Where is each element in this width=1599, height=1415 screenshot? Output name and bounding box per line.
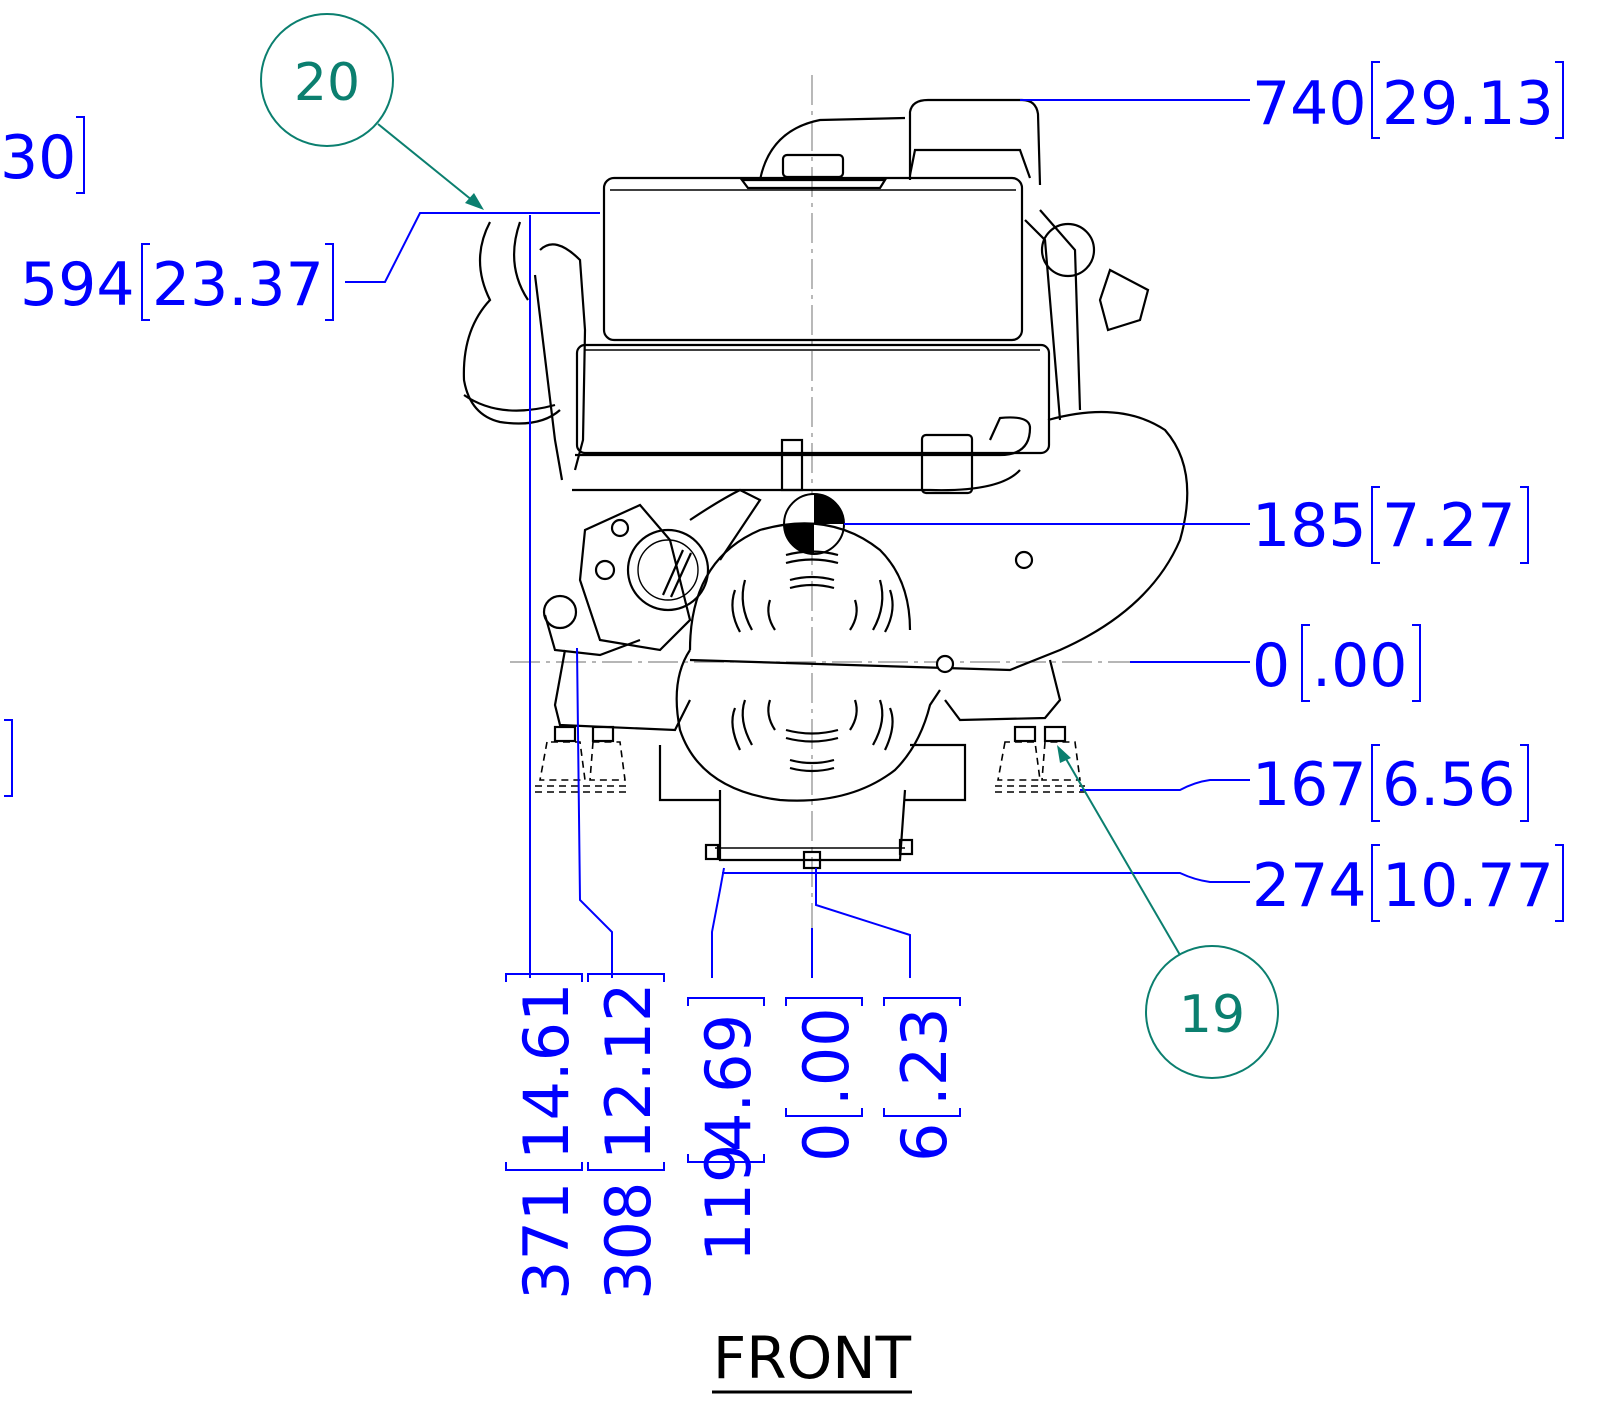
right-mount-bracket xyxy=(944,659,1062,722)
top-duct-front xyxy=(908,148,1032,179)
engine-outline xyxy=(462,75,1189,965)
pipe-clamp-1 xyxy=(780,438,804,492)
dim-274-inch: 10.77 xyxy=(1382,851,1554,921)
filler-cap-base xyxy=(739,178,887,190)
balloon-20: 20 xyxy=(260,13,484,210)
lower-vent-slots xyxy=(731,699,894,773)
left-mount-bracket xyxy=(553,649,691,732)
dim-partial-bracket-left xyxy=(4,719,13,797)
dim-594-mm: 594 xyxy=(20,250,135,320)
dim-740-inch: 29.13 xyxy=(1382,69,1554,139)
dim-partial-top-inch: 30 xyxy=(0,123,76,193)
pump-mark-1 xyxy=(661,549,685,596)
pump-body-inner xyxy=(637,539,699,601)
dim-6: 6 .23 xyxy=(883,997,961,1162)
dim-185-mm: 185 xyxy=(1252,491,1367,561)
dim-740-mm: 740 xyxy=(1252,69,1367,139)
dim-185-inch: 7.27 xyxy=(1382,491,1516,561)
dim-371: 371 14.61 xyxy=(505,973,583,1300)
dim-740: 740 29.13 xyxy=(1252,61,1564,139)
balloon-20-leader xyxy=(377,123,479,206)
upper-vent-slots xyxy=(731,550,894,633)
dim-167-inch: 6.56 xyxy=(1382,750,1516,820)
sump-drain xyxy=(802,850,822,870)
dim-0-right-inch: .00 xyxy=(1312,631,1407,701)
belt-guard xyxy=(689,410,1189,672)
dim-6-inch: .23 xyxy=(888,1007,961,1106)
intercooler xyxy=(575,343,1051,455)
dim-594: 594 23.37 xyxy=(20,212,600,321)
right-vertical-pipe xyxy=(1024,209,1082,421)
top-duct xyxy=(908,98,1042,186)
pump-hose xyxy=(689,488,762,561)
dim-0-bottom-inch: .00 xyxy=(790,1007,863,1106)
side-block-right xyxy=(905,743,967,802)
dim-308: 308 12.12 xyxy=(587,973,665,1300)
top-tank xyxy=(602,176,1024,342)
balloon-19-leader xyxy=(1061,751,1181,956)
side-block-left xyxy=(658,745,720,802)
dim-0-right-mm: 0 xyxy=(1252,631,1290,701)
dim-274: 274 10.77 xyxy=(1252,844,1564,922)
dim-119-inch: 4.69 xyxy=(692,1014,765,1152)
turbo-dome xyxy=(758,116,906,181)
dim-594-inch: 23.37 xyxy=(152,250,324,320)
balloon-20-number: 20 xyxy=(294,53,360,113)
pump-mark-2 xyxy=(669,552,693,598)
alternator-pulley xyxy=(1040,222,1096,278)
balloon-19: 19 xyxy=(1057,745,1279,1079)
dim-308-mm: 308 xyxy=(592,1182,665,1300)
upper-cover xyxy=(688,522,912,651)
balloon-19-number: 19 xyxy=(1179,985,1245,1045)
charge-pipe-2 xyxy=(533,274,564,481)
fuel-filter-body xyxy=(543,614,641,657)
guard-bolt-2 xyxy=(935,654,955,674)
dim-274-mm: 274 xyxy=(1252,851,1367,921)
left-elbow-outer xyxy=(462,221,561,425)
dim-308-inch: 12.12 xyxy=(592,983,665,1161)
dim-371-inch: 14.61 xyxy=(510,983,583,1161)
dim-6-mm: 6 xyxy=(888,1123,961,1162)
dim-185: 185 7.27 xyxy=(1252,486,1529,564)
left-elbow-inner xyxy=(512,221,529,301)
crossover-pipe xyxy=(575,416,1032,457)
dim-partial-top: 30 xyxy=(0,116,85,194)
sump-bolt-right xyxy=(898,838,914,856)
balloon-20-arrowhead xyxy=(465,193,484,210)
charge-pipe xyxy=(539,243,587,471)
view-label: FRONT xyxy=(713,1324,912,1392)
sensor-housing xyxy=(1098,268,1150,332)
dim-167-mm: 167 xyxy=(1252,750,1367,820)
pipe-clamp-2 xyxy=(920,433,974,495)
filler-cap xyxy=(781,153,845,179)
dim-119-mm: 119 xyxy=(692,1144,765,1262)
dim-0-bottom-mm: 0 xyxy=(790,1123,863,1162)
balloon-19-arrowhead xyxy=(1057,745,1071,763)
pump-bracket xyxy=(578,503,692,652)
dim-371-mm: 371 xyxy=(510,1182,583,1300)
pump-hole-2 xyxy=(594,559,616,581)
dim-167: 167 6.56 xyxy=(1252,744,1529,822)
dim-0-bottom: 0 .00 xyxy=(785,997,863,1162)
left-elbow-band xyxy=(463,394,556,412)
bottom-dimension-leaders xyxy=(529,215,911,978)
oil-sump xyxy=(718,789,907,862)
pump-hole-1 xyxy=(610,518,630,538)
right-dimension-leaders xyxy=(722,99,1250,883)
left-mounts xyxy=(535,725,630,793)
lower-cover xyxy=(675,649,941,802)
crossover-pipe-lower xyxy=(572,469,1021,492)
pump-body xyxy=(626,528,710,612)
guard-bolt xyxy=(1014,550,1034,570)
sump-bolt-left xyxy=(704,843,720,861)
right-mounts xyxy=(995,725,1085,793)
dim-0-right: 0 .00 xyxy=(1252,624,1421,702)
fuel-filter xyxy=(542,594,578,630)
dim-119: 119 4.69 xyxy=(687,997,765,1262)
